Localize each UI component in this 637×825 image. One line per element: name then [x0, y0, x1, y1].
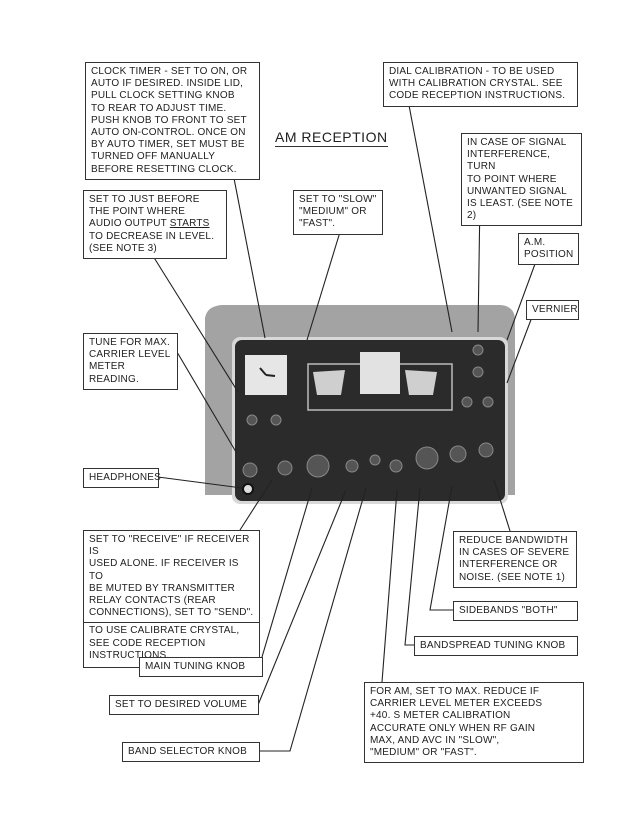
callout-band-selector: BAND SELECTOR KNOB: [122, 742, 260, 763]
callout-headphones: HEADPHONES: [83, 468, 161, 489]
callout-rf-gain: SET TO JUST BEFORE THE POINT WHERE AUDIO…: [83, 190, 227, 260]
s-meter: [360, 352, 400, 394]
callout-main-tuning: MAIN TUNING KNOB: [139, 657, 263, 678]
callout-receive-send: SET TO "RECEIVE" IF RECEIVER IS USED ALO…: [83, 530, 260, 669]
rf-gain-underlined: STARTS: [169, 218, 210, 230]
callout-bandspread: BANDSPREAD TUNING KNOB: [414, 636, 578, 657]
callout-sidebands: SIDEBANDS "BOTH": [453, 601, 578, 622]
callout-tune-max: TUNE FOR MAX. CARRIER LEVEL METER READIN…: [83, 333, 178, 390]
callout-volume: SET TO DESIRED VOLUME: [109, 695, 259, 716]
calibrate-crystal-text: TO USE CALIBRATE CRYSTAL, SEE CODE RECEP…: [84, 622, 259, 662]
callout-am-position: A.M. POSITION: [518, 233, 579, 266]
callout-avc: SET TO "SLOW" "MEDIUM" OR "FAST".: [293, 190, 383, 235]
callout-clock-timer: CLOCK TIMER - SET TO ON, OR AUTO IF DESI…: [85, 62, 260, 180]
callout-signal-interference: IN CASE OF SIGNAL INTERFERENCE, TURN TO …: [461, 133, 582, 227]
headphone-jack: [242, 483, 254, 495]
rf-gain-text-a: SET TO JUST BEFORE THE POINT WHERE AUDIO…: [89, 194, 200, 230]
knobs: [242, 344, 494, 478]
callout-for-am: FOR AM, SET TO MAX. REDUCE IF CARRIER LE…: [364, 682, 584, 764]
callout-dial-calibration: DIAL CALIBRATION - TO BE USED WITH CALIB…: [383, 62, 578, 107]
rf-gain-text-b: TO DECREASE IN LEVEL. (SEE NOTE 3): [89, 230, 215, 254]
callout-reduce-bandwidth: REDUCE BANDWIDTH IN CASES OF SEVERE INTE…: [453, 531, 577, 588]
left-dial: [313, 370, 345, 395]
right-dial: [405, 370, 437, 395]
page-title: AM RECEPTION: [275, 129, 388, 147]
receive-send-text: SET TO "RECEIVE" IF RECEIVER IS USED ALO…: [89, 534, 254, 619]
leader-lines: [152, 99, 536, 752]
callout-vernier: VERNIER: [526, 300, 579, 321]
